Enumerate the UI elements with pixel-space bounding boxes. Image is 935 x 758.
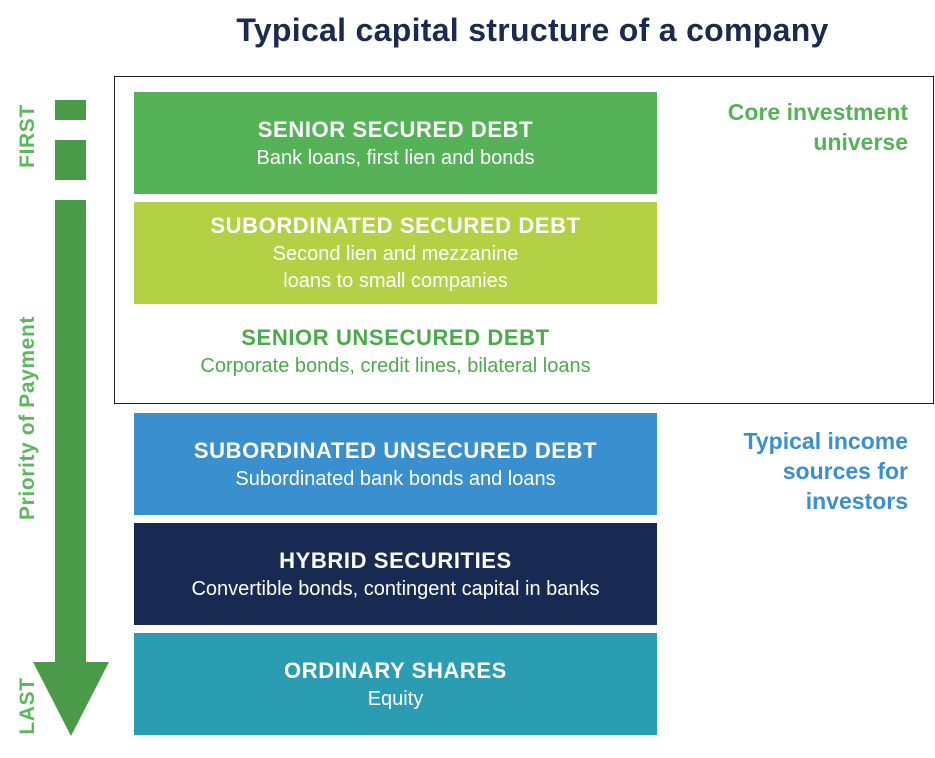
tier-description: Corporate bonds, credit lines, bilateral… <box>200 354 591 377</box>
income-sources-note: Typical income sources for investors <box>744 426 908 516</box>
income-note-line: investors <box>805 488 908 514</box>
tier-name: SUBORDINATED SECURED DEBT <box>210 213 581 238</box>
tier-senior-unsecured-debt: SENIOR UNSECURED DEBT Corporate bonds, c… <box>134 306 657 396</box>
tier-subordinated-unsecured-debt: SUBORDINATED UNSECURED DEBT Subordinated… <box>134 413 657 515</box>
tier-senior-secured-debt: SENIOR SECURED DEBT Bank loans, first li… <box>134 92 657 194</box>
tier-name: SENIOR UNSECURED DEBT <box>241 324 550 350</box>
core-note-line: Core investment <box>727 99 908 125</box>
first-label: FIRST <box>16 104 39 168</box>
income-note-line: Typical income <box>743 428 908 454</box>
priority-arrow-icon <box>33 200 109 736</box>
tier-description: Subordinated bank bonds and loans <box>235 467 556 490</box>
last-label: LAST <box>16 677 39 735</box>
core-investment-note: Core investment universe <box>728 97 908 157</box>
core-note-line: universe <box>813 129 908 155</box>
tier-description: Bank loans, first lien and bonds <box>256 146 535 169</box>
tier-name: HYBRID SECURITIES <box>279 547 512 573</box>
tier-name: ORDINARY SHARES <box>284 657 507 683</box>
core-investment-box <box>114 76 934 404</box>
page-title: Typical capital structure of a company <box>236 12 829 48</box>
first-marker-bottom <box>55 140 86 180</box>
tier-description: Convertible bonds, contingent capital in… <box>191 577 600 600</box>
tier-name: SUBORDINATED UNSECURED DEBT <box>193 437 598 463</box>
tier-name: SENIOR SECURED DEBT <box>257 116 534 142</box>
income-note-line: sources for <box>782 458 908 484</box>
priority-label: Priority of Payment <box>16 316 39 520</box>
tier-subordinated-secured-debt: SUBORDINATED SECURED DEBT Second lien an… <box>134 202 657 304</box>
tier-hybrid-securities: HYBRID SECURITIES Convertible bonds, con… <box>134 523 657 625</box>
first-marker-top <box>55 100 86 120</box>
tier-ordinary-shares: ORDINARY SHARES Equity <box>134 633 657 735</box>
tier-description: Equity <box>367 687 424 710</box>
tier-description: Second lien and mezzanine <box>272 243 519 265</box>
tier-description: loans to small companies <box>283 270 508 292</box>
